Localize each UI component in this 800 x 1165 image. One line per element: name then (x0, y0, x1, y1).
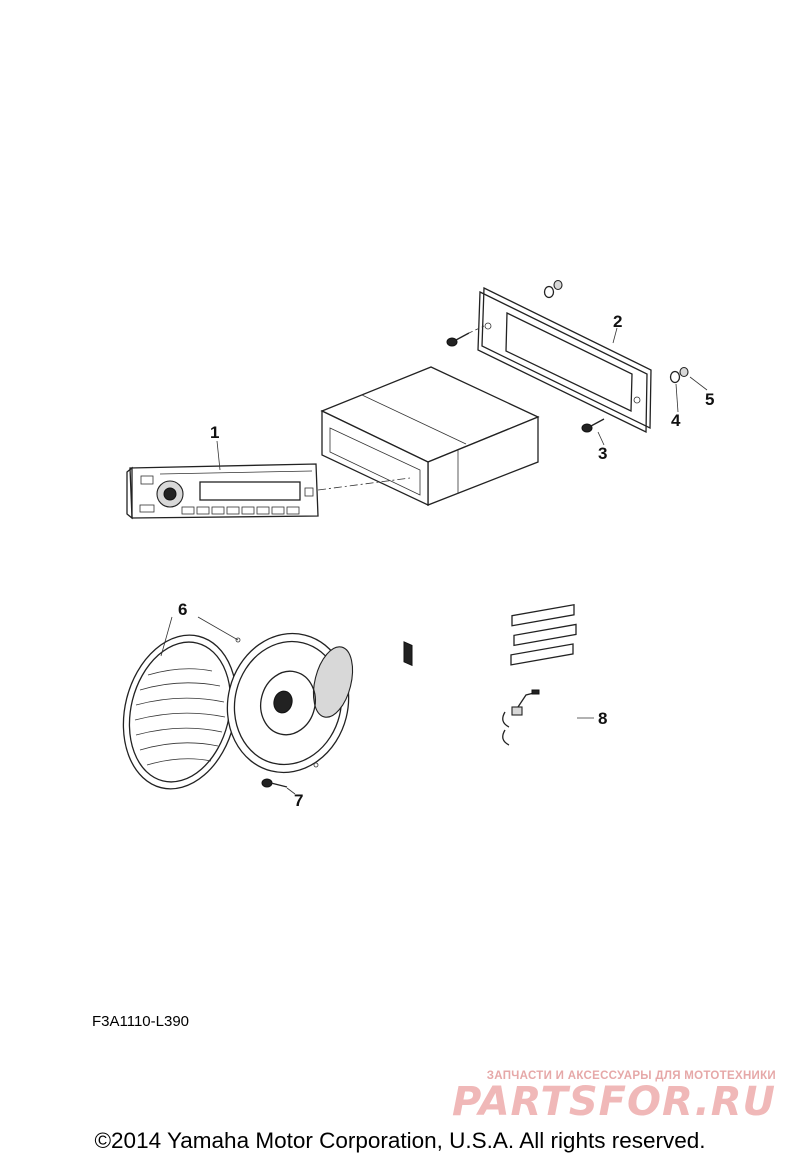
leader-lines (216, 327, 708, 795)
part-6-speaker-grille[interactable] (108, 623, 252, 801)
callout-3: 3 (598, 444, 607, 463)
callout-1: 1 (210, 423, 219, 442)
callout-5: 5 (705, 390, 714, 409)
part-7-screw[interactable] (261, 778, 288, 788)
callout-8: 8 (598, 709, 607, 728)
callout-6: 6 (178, 600, 187, 619)
part-6-speaker[interactable] (213, 621, 363, 786)
callout-7: 7 (294, 791, 303, 810)
watermark-brand: PARTSFOR.RU (451, 1079, 776, 1125)
callout-2: 2 (613, 312, 622, 331)
part-1-head-unit[interactable] (126, 463, 411, 520)
part-5-nut[interactable] (553, 279, 689, 378)
part-3-screw[interactable] (446, 325, 605, 433)
diagram-code: F3A1110-L390 (92, 1013, 190, 1030)
callout-4: 4 (671, 411, 681, 430)
part-4-washer[interactable] (543, 285, 681, 384)
radio-mounting-sleeve (320, 366, 540, 667)
watermark: ЗАПЧАСТИ И АКСЕССУАРЫ ДЛЯ МОТОТЕХНИКИ PA… (452, 1070, 776, 1122)
part-8-wire-harness[interactable] (502, 604, 594, 746)
watermark-tagline: ЗАПЧАСТИ И АКСЕССУАРЫ ДЛЯ МОТОТЕХНИКИ (486, 1070, 776, 1082)
copyright-notice: ©2014 Yamaha Motor Corporation, U.S.A. A… (94, 1128, 706, 1153)
